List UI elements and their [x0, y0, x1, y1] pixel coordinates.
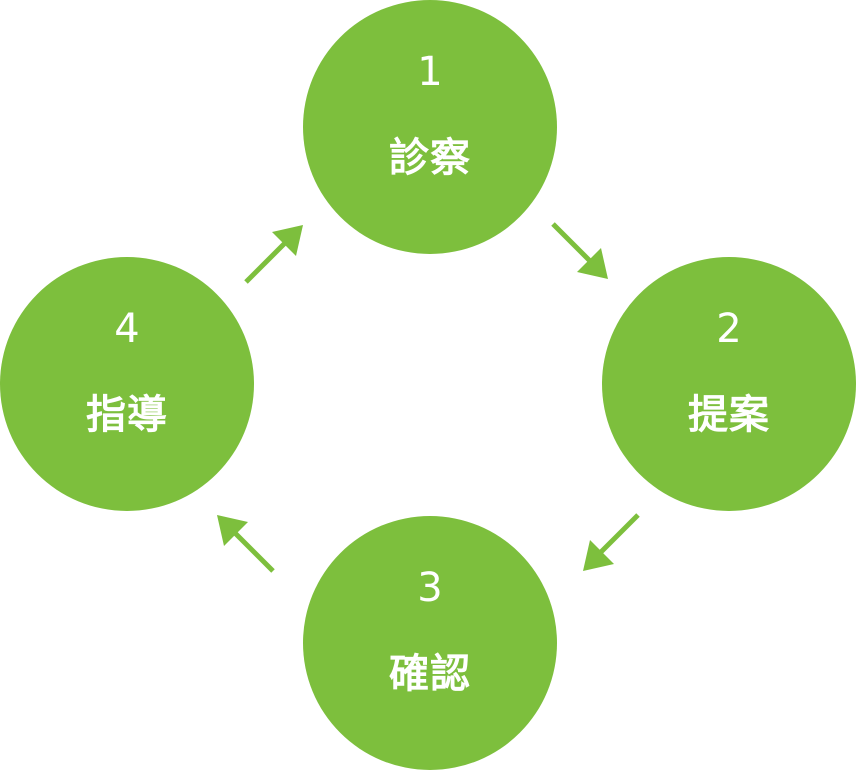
arrow-down-right-icon: [551, 222, 608, 279]
arrow-up-right-icon: [244, 225, 303, 284]
arrow-down-left-icon: [583, 513, 640, 571]
arrow-up-left-icon: [217, 515, 275, 573]
step-number: 1: [417, 49, 443, 95]
step-number: 4: [114, 306, 140, 352]
step-label: 確認: [389, 651, 471, 697]
step-4-circle: 4 指導: [0, 257, 254, 511]
step-label: 診察: [389, 135, 471, 181]
step-number: 2: [716, 306, 742, 352]
step-number: 3: [417, 565, 443, 611]
step-1-circle: 1 診察: [303, 0, 557, 254]
step-label: 指導: [86, 392, 168, 438]
step-2-circle: 2 提案: [602, 257, 856, 511]
step-label: 提案: [688, 392, 770, 438]
step-3-circle: 3 確認: [303, 516, 557, 770]
